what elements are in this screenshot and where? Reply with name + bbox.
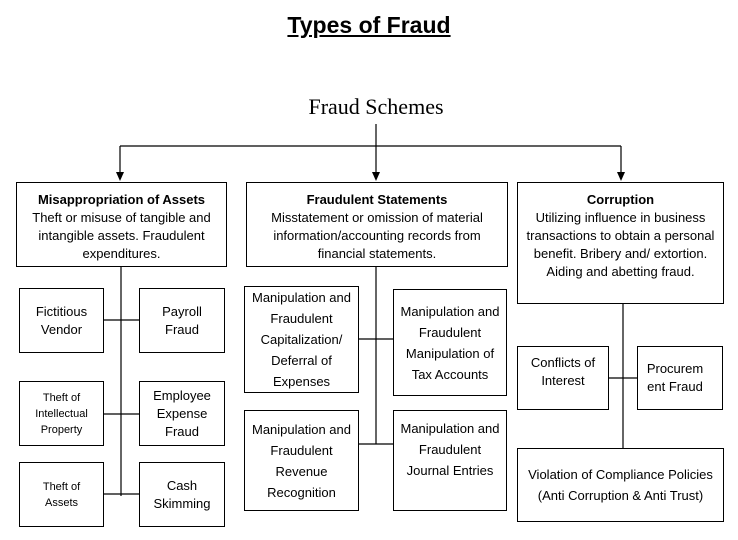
- leaf-label: Manipulation and Fraudulent Revenue Reco…: [251, 421, 352, 500]
- category-heading: Misappropriation of Assets: [37, 192, 206, 207]
- leaf-label: Payroll Fraud: [162, 303, 202, 337]
- leaf-label: Cash Skimming: [153, 477, 211, 511]
- leaf-label: Manipulation and Fraudulent Manipulation…: [400, 303, 500, 382]
- leaf-manipulation-journal-entries: Manipulation and Fraudulent Journal Entr…: [393, 410, 507, 511]
- leaf-theft-of-assets: Theft of Assets: [19, 462, 104, 527]
- category-misappropriation-of-assets: Misappropriation of Assets Theft or misu…: [16, 182, 227, 267]
- leaf-payroll-fraud: Payroll Fraud: [139, 288, 225, 353]
- leaf-theft-of-intellectual-property: Theft of Intellectual Property: [19, 381, 104, 446]
- leaf-employee-expense-fraud: Employee Expense Fraud: [139, 381, 225, 446]
- page-title: Types of Fraud: [287, 12, 451, 38]
- category-description: Misstatement or omission of material inf…: [271, 210, 483, 261]
- leaf-label: Conflicts of Interest: [530, 355, 596, 388]
- leaf-cash-skimming: Cash Skimming: [139, 462, 225, 527]
- leaf-procurement-fraud: Procurem ent Fraud: [637, 346, 723, 410]
- category-heading: Fraudulent Statements: [306, 192, 448, 207]
- leaf-label: Procurem ent Fraud: [646, 361, 704, 394]
- category-heading: Corruption: [586, 192, 655, 207]
- leaf-manipulation-tax-accounts: Manipulation and Fraudulent Manipulation…: [393, 289, 507, 396]
- leaf-label: Fictitious Vendor: [35, 303, 88, 337]
- leaf-label: Violation of Compliance Policies (Anti C…: [528, 467, 713, 503]
- leaf-manipulation-capitalization-deferral: Manipulation and Fraudulent Capitalizati…: [244, 286, 359, 393]
- leaf-violation-of-compliance-policies: Violation of Compliance Policies (Anti C…: [517, 448, 724, 522]
- root-node-fraud-schemes: Fraud Schemes: [308, 94, 444, 119]
- leaf-label: Manipulation and Fraudulent Capitalizati…: [251, 290, 352, 389]
- category-corruption: Corruption Utilizing influence in busine…: [517, 182, 724, 304]
- leaf-manipulation-revenue-recognition: Manipulation and Fraudulent Revenue Reco…: [244, 410, 359, 511]
- category-description: Theft or misuse of tangible and intangib…: [32, 210, 211, 261]
- leaf-label: Theft of Intellectual Property: [35, 391, 88, 436]
- leaf-label: Employee Expense Fraud: [153, 387, 211, 439]
- leaf-label: Manipulation and Fraudulent Journal Entr…: [400, 421, 500, 478]
- leaf-conflicts-of-interest: Conflicts of Interest: [517, 346, 609, 410]
- leaf-label: Theft of Assets: [42, 480, 81, 509]
- category-description: Utilizing influence in business transact…: [526, 210, 715, 279]
- leaf-fictitious-vendor: Fictitious Vendor: [19, 288, 104, 353]
- category-fraudulent-statements: Fraudulent Statements Misstatement or om…: [246, 182, 508, 267]
